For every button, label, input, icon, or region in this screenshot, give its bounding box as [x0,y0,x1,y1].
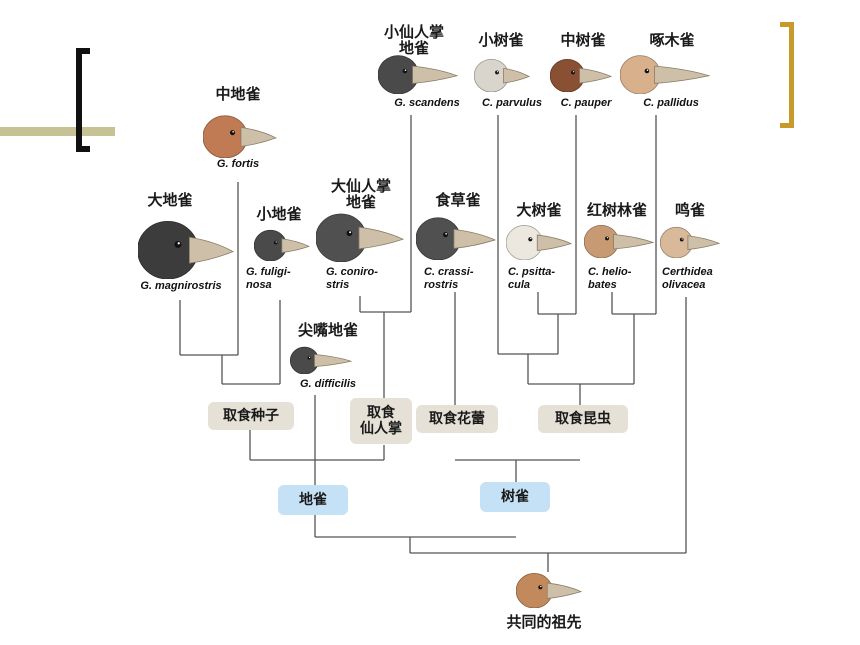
finch-head-icon [620,55,710,94]
species-latin-g-magnirostris: G. magnirostris [140,280,222,292]
species-name-c-pallidus: 啄木雀 [649,31,695,49]
species-name-certhidea: 鸣雀 [674,201,705,219]
finch-head-icon [660,226,720,258]
finch-head-icon [203,115,277,158]
finch-head-icon [550,58,612,92]
species-name-g-conirostris: 大仙人掌 地雀 [330,177,391,211]
species-latin-c-psittacula: C. psitta- cula [508,266,556,291]
finch-head-icon [378,55,458,94]
right-bracket [780,22,794,128]
common-ancestor-label: 共同的祖先 [506,613,582,631]
finch-head-icon [138,221,234,279]
species-latin-certhidea: Certhidea olivacea [662,266,713,291]
finch-head-icon [416,217,496,260]
left-bracket [76,48,90,152]
finch-head-icon [584,224,654,258]
species-name-c-crassirostris: 食草雀 [435,191,481,209]
species-latin-c-heliobates: C. helio- bates [588,266,632,291]
species-name-c-pauper: 中树雀 [560,31,606,49]
species-latin-g-scandens: G. scandens [394,97,460,109]
olive-bar [0,127,115,136]
species-latin-g-conirostris: G. coniro- stris [326,266,378,291]
diet-box-cactus: 取食 仙人掌 [350,398,412,444]
group-box-tree-finches: 树雀 [480,482,550,512]
finch-head-icon [316,213,404,262]
finch-head-icon [516,573,582,608]
species-latin-c-parvulus: C. parvulus [482,97,542,109]
species-name-g-scandens: 小仙人掌 地雀 [383,23,444,57]
species-latin-g-difficilis: G. difficilis [299,378,357,390]
finch-head-icon [474,58,530,92]
species-latin-g-fuliginosa: G. fuligi- nosa [246,266,291,291]
species-name-g-fortis: 中地雀 [215,85,261,103]
diet-box-insects: 取食昆虫 [538,405,628,433]
species-name-c-parvulus: 小树雀 [478,31,524,49]
species-latin-c-pauper: C. pauper [560,97,612,109]
species-name-c-heliobates: 红树林雀 [586,201,647,219]
species-latin-g-fortis: G. fortis [216,158,260,170]
diet-box-buds: 取食花蕾 [416,405,498,433]
finch-head-icon [506,225,572,260]
species-name-g-fuliginosa: 小地雀 [256,205,302,223]
finch-head-icon [254,229,310,261]
species-name-g-difficilis: 尖嘴地雀 [297,321,358,339]
species-latin-c-crassirostris: C. crassi- rostris [424,266,474,291]
species-name-c-psittacula: 大树雀 [516,201,562,219]
species-latin-c-pallidus: C. pallidus [643,97,699,109]
diet-box-seeds: 取食种子 [208,402,294,430]
group-box-ground-finches: 地雀 [278,485,348,515]
finch-head-icon [290,346,352,374]
species-name-g-magnirostris: 大地雀 [147,191,193,209]
